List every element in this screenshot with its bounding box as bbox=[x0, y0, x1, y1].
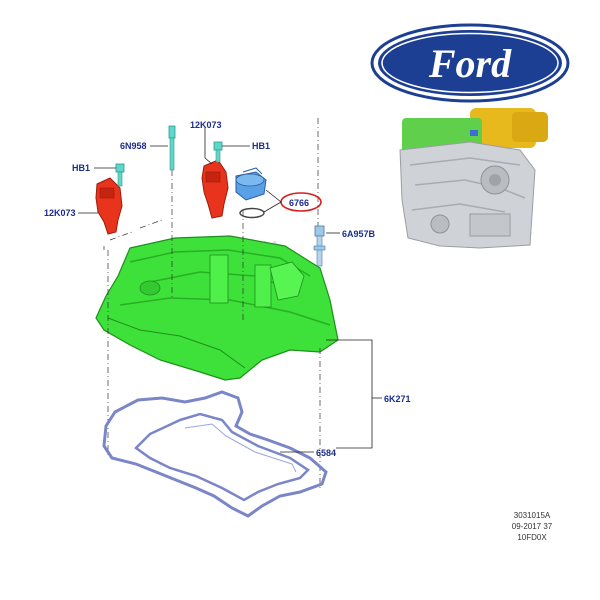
bolt-hb1-left bbox=[115, 163, 125, 187]
leader-lines bbox=[78, 128, 382, 453]
callout-hb1-right: HB1 bbox=[252, 141, 270, 151]
callout-6n958: 6N958 bbox=[120, 141, 147, 151]
reference-line-3: 10FD0X bbox=[517, 533, 547, 542]
valve-cover bbox=[95, 235, 339, 381]
reference-line-1: 3031015A bbox=[514, 511, 551, 520]
bolt-hb1-right bbox=[213, 141, 223, 163]
callout-6584: 6584 bbox=[316, 448, 336, 458]
callout-6k271: 6K271 bbox=[384, 394, 411, 404]
stud-6n958 bbox=[168, 125, 176, 171]
sensor-12k073-top bbox=[201, 159, 229, 219]
ford-logo-text: Ford bbox=[428, 41, 512, 86]
reference-line-2: 09-2017 37 bbox=[512, 522, 553, 531]
callout-6766: 6766 bbox=[289, 198, 309, 208]
ford-logo: Ford bbox=[370, 23, 570, 103]
engine-thumbnail bbox=[399, 108, 548, 249]
oil-filler-cap-6766 bbox=[235, 167, 267, 219]
pcv-valve-6a957b bbox=[313, 225, 326, 267]
gasket bbox=[102, 390, 328, 518]
callout-12k073-left: 12K073 bbox=[44, 208, 76, 218]
callout-12k073-top: 12K073 bbox=[190, 120, 222, 130]
callout-6a957b: 6A957B bbox=[342, 229, 376, 239]
callout-hb1-left: HB1 bbox=[72, 163, 90, 173]
sensor-12k073-left bbox=[95, 177, 123, 235]
